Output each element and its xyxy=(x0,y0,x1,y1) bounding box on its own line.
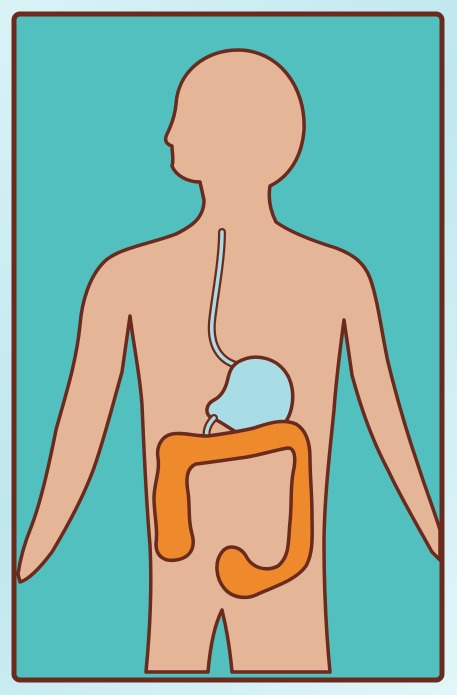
digestive-system-illustration xyxy=(0,0,457,695)
illustration-canvas xyxy=(0,0,457,695)
